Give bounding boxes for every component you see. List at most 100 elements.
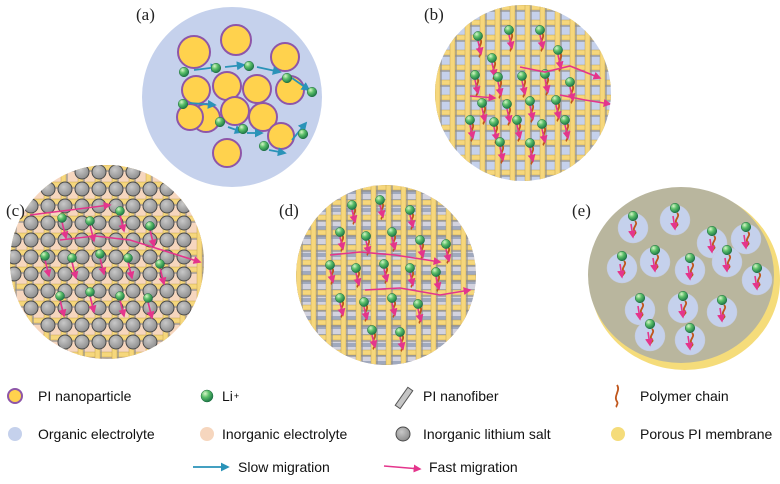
- inorganic-lithium-salt-icon: [125, 300, 141, 316]
- li-ion-icon: [57, 213, 67, 223]
- fast-migration-arrow: [467, 124, 476, 140]
- fast-migration-arrow: [397, 336, 406, 351]
- li-ion-icon: [415, 235, 425, 245]
- legend-inorganic-lithium-salt-icon: [395, 426, 411, 442]
- inorganic-lithium-salt-icon: [23, 215, 39, 231]
- inorganic-lithium-salt-icon: [125, 317, 141, 333]
- legend-slow-migration: Slow migration: [238, 456, 330, 478]
- fast-migration-arrow: [415, 308, 424, 323]
- panel-c-content: [10, 165, 204, 359]
- li-ion-icon: [684, 252, 696, 264]
- li-ion-icon: [178, 66, 190, 78]
- fast-migration-arrow: [752, 275, 760, 291]
- inorganic-lithium-salt-icon: [57, 317, 73, 333]
- inorganic-lithium-salt-icon: [125, 165, 141, 180]
- li-ion-icon: [677, 290, 689, 302]
- fast-migration-arrow: [717, 307, 725, 323]
- pi-nanofiber-vertical: [464, 5, 471, 181]
- pi-nanofiber-horizontal: [435, 19, 611, 26]
- li-ion-icon: [716, 294, 728, 306]
- pi-nanofiber-vertical: [370, 185, 377, 365]
- pi-nanofiber-horizontal: [435, 5, 611, 11]
- li-ion-icon: [525, 96, 535, 106]
- pi-nanofiber-horizontal: [435, 139, 611, 146]
- fast-migration-arrow: [650, 257, 658, 273]
- pi-nanofiber-vertical: [509, 5, 516, 181]
- li-ion-icon: [504, 25, 514, 35]
- inorganic-lithium-salt-icon: [23, 198, 39, 214]
- inorganic-lithium-salt-icon: [74, 232, 90, 248]
- fast-migration-arrow: [29, 201, 112, 216]
- inorganic-lithium-salt-icon: [176, 232, 192, 248]
- inorganic-lithium-salt-icon: [40, 215, 56, 231]
- inorganic-lithium-salt-icon: [74, 198, 90, 214]
- pi-nanofiber-horizontal: [435, 109, 611, 116]
- fast-migration-arrow: [443, 248, 452, 263]
- organic-electrolyte-background: [435, 5, 611, 181]
- li-ion-icon: [560, 115, 570, 125]
- fast-migration-arrow: [98, 257, 107, 276]
- fast-migration-arrow: [327, 269, 336, 284]
- fast-migration-arrow: [527, 147, 536, 163]
- pi-nanoparticle-icon: [270, 42, 300, 72]
- pi-nanoparticle-icon: [267, 122, 295, 150]
- pi-nanofiber-horizontal: [435, 34, 611, 41]
- legend-polymer-chain-label: Polymer chain: [640, 388, 729, 404]
- legend-fast-migration-label: Fast migration: [429, 459, 518, 475]
- fast-migration-arrow: [504, 108, 513, 124]
- inorganic-lithium-salt-icon: [91, 300, 107, 316]
- panel-d: [296, 185, 476, 365]
- inorganic-lithium-salt-icon: [10, 249, 22, 265]
- inorganic-lithium-salt-icon: [91, 317, 107, 333]
- li-ion-icon: [123, 253, 133, 263]
- panel-label-d: (d): [279, 201, 299, 220]
- li-ion-icon: [177, 98, 189, 110]
- fast-migration-arrow: [349, 209, 358, 224]
- inorganic-lithium-salt-icon: [74, 249, 90, 265]
- slow-migration-arrow: [189, 99, 217, 109]
- inorganic-lithium-salt-icon: [108, 317, 124, 333]
- inorganic-lithium-salt-icon: [40, 181, 56, 197]
- fast-migration-arrow: [555, 54, 564, 70]
- li-ion-icon: [405, 205, 415, 215]
- legend-pi-nanoparticle-label: PI nanoparticle: [38, 388, 132, 404]
- fast-migration-arrow: [562, 124, 571, 140]
- legend-organic-electrolyte-icon: [8, 427, 22, 441]
- inorganic-lithium-salt-icon: [57, 181, 73, 197]
- legend-organic-electrolyte: Organic electrolyte: [38, 423, 155, 445]
- fast-migration-arrow: [417, 244, 426, 259]
- inorganic-lithium-salt-icon: [23, 266, 39, 282]
- pi-nanofiber-horizontal: [10, 215, 204, 222]
- inorganic-lithium-salt-icon: [74, 181, 90, 197]
- pi-nanoparticle-icon: [177, 35, 211, 69]
- fast-migration-arrow: [407, 214, 416, 229]
- inorganic-lithium-salt-icon: [74, 266, 90, 282]
- li-ion-icon: [644, 318, 656, 330]
- fast-migration-arrow: [433, 276, 442, 291]
- fast-migration-arrow: [59, 235, 202, 264]
- li-ion-icon: [375, 195, 385, 205]
- pi-nanoparticle-icon: [220, 24, 252, 56]
- pi-nanofiber-horizontal: [10, 165, 204, 171]
- fast-migration-arrow: [361, 306, 370, 321]
- inorganic-lithium-salt-icon: [125, 198, 141, 214]
- fast-migration-arrow: [542, 78, 551, 94]
- inorganic-lithium-salt-icon: [40, 232, 56, 248]
- panel-b: [435, 5, 611, 181]
- pi-nanofiber-vertical: [445, 185, 452, 365]
- legend-inorganic-electrolyte-icon: [200, 427, 214, 441]
- fast-migration-arrow: [118, 299, 127, 318]
- inorganic-lithium-salt-icon: [159, 317, 175, 333]
- pi-nanofiber-vertical: [385, 185, 392, 365]
- inorganic-lithium-salt-icon: [40, 317, 56, 333]
- inorganic-lithium-salt-icon: [142, 181, 158, 197]
- inorganic-lithium-salt-icon: [108, 181, 124, 197]
- li-ion-icon: [751, 262, 763, 274]
- pi-nanofiber-horizontal: [435, 124, 611, 131]
- inorganic-lithium-salt-icon: [108, 334, 124, 350]
- fast-migration-arrow: [88, 224, 97, 243]
- pi-nanofiber-horizontal: [10, 334, 204, 341]
- panel-c: [10, 165, 204, 359]
- li-ion-icon: [335, 227, 345, 237]
- li-ion-icon: [95, 249, 105, 259]
